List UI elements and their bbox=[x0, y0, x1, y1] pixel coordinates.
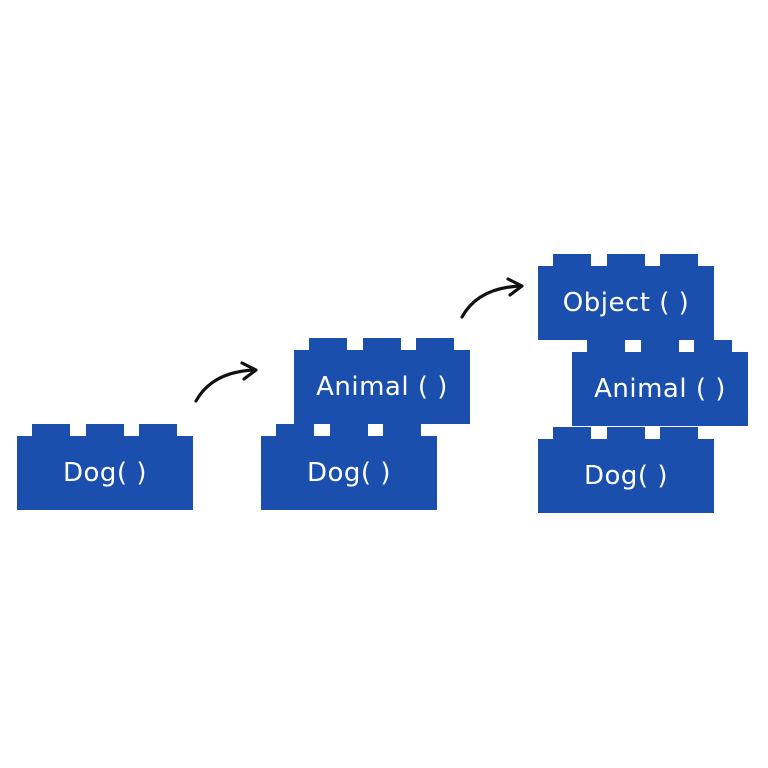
arrow-1-shaft bbox=[194, 368, 256, 403]
brick-label: Animal ( ) bbox=[594, 374, 726, 404]
brick-dog-stage1: Dog( ) bbox=[17, 424, 193, 510]
brick-body: Animal ( ) bbox=[294, 350, 470, 424]
brick-label: Dog( ) bbox=[307, 458, 391, 488]
brick-stud bbox=[607, 254, 645, 268]
brick-stud bbox=[641, 340, 679, 354]
brick-animal-stage3: Animal ( ) bbox=[572, 340, 748, 426]
arrow-1-head bbox=[240, 361, 258, 381]
brick-stud bbox=[309, 338, 347, 352]
brick-dog-stage3: Dog( ) bbox=[538, 427, 714, 513]
brick-stud bbox=[416, 338, 454, 352]
brick-body: Dog( ) bbox=[261, 436, 437, 510]
brick-stud bbox=[553, 427, 591, 441]
brick-stud bbox=[383, 424, 421, 438]
brick-body: Object ( ) bbox=[538, 266, 714, 340]
brick-stud bbox=[553, 254, 591, 268]
brick-dog-stage2: Dog( ) bbox=[261, 424, 437, 510]
brick-animal-stage2: Animal ( ) bbox=[294, 338, 470, 424]
brick-label: Dog( ) bbox=[63, 458, 147, 488]
brick-label: Object ( ) bbox=[562, 288, 690, 318]
brick-stud bbox=[607, 427, 645, 441]
brick-stud bbox=[694, 340, 732, 354]
brick-stud bbox=[660, 427, 698, 441]
arrow-2-icon bbox=[460, 277, 524, 319]
arrow-1-icon bbox=[194, 361, 258, 403]
brick-stud bbox=[86, 424, 124, 438]
brick-body: Dog( ) bbox=[17, 436, 193, 510]
brick-body: Dog( ) bbox=[538, 439, 714, 513]
arrow-2-shaft bbox=[460, 284, 522, 319]
brick-stud bbox=[330, 424, 368, 438]
brick-label: Dog( ) bbox=[584, 461, 668, 491]
brick-stud bbox=[276, 424, 314, 438]
arrow-2-head bbox=[506, 277, 524, 297]
brick-stud bbox=[32, 424, 70, 438]
brick-stud bbox=[139, 424, 177, 438]
brick-object-stage3: Object ( ) bbox=[538, 254, 714, 340]
brick-label: Animal ( ) bbox=[316, 372, 448, 402]
brick-stud bbox=[587, 340, 625, 354]
brick-body: Animal ( ) bbox=[572, 352, 748, 426]
brick-stud bbox=[363, 338, 401, 352]
brick-stud bbox=[660, 254, 698, 268]
